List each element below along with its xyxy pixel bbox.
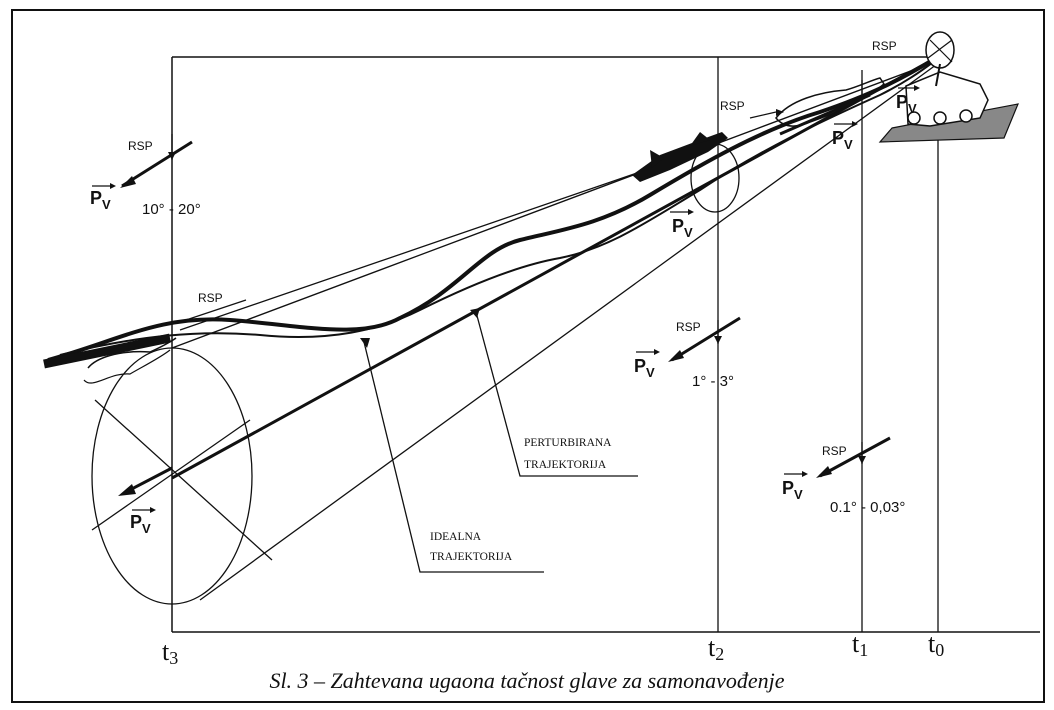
accuracy-t1: 0.1° - 0,03° (830, 499, 905, 516)
rsp-label-t2: RSP (676, 320, 701, 334)
launcher-vehicle (878, 31, 1019, 143)
ideal-label-line2: TRAJEKTORIJA (430, 551, 513, 563)
ideal-label-line1: IDEALNA (430, 531, 482, 543)
outer-frame (11, 9, 1045, 703)
rsp-label-top-left: RSP (720, 99, 745, 113)
rsp-label-mid: RSP (198, 291, 223, 305)
rsp-label-t1: RSP (822, 444, 847, 458)
ideal-label-group: IDEALNA TRAJEKTORIJA (360, 338, 544, 573)
pv-label-t1: PV (782, 478, 803, 502)
pv-label-t2: PV (634, 356, 655, 380)
perturbed-label-line2: TRAJEKTORIJA (524, 459, 607, 471)
time-label-t2: t2 (708, 633, 724, 664)
vector-group-t3: RSP PV 10° - 20° (90, 134, 201, 218)
perturbed-label-line1: PERTURBIRANA (524, 437, 612, 449)
rsp-top-left-group: RSP (720, 99, 784, 119)
pv-vector-t2-cone: PV (670, 209, 694, 240)
pv-label-t3: PV (90, 188, 111, 212)
seeker-cone (91, 59, 941, 605)
missile-t2 (632, 132, 728, 182)
rsp-label-top: RSP (872, 39, 897, 53)
pv-vector-t1-top: PV PV (832, 85, 920, 152)
pv-label-t2-cone: PV (672, 216, 693, 240)
time-label-t0: t0 (928, 629, 944, 660)
pv-vector-cone: PV (118, 466, 173, 536)
time-label-t3: t3 (162, 637, 178, 668)
perturbed-label-group: PERTURBIRANA TRAJEKTORIJA (470, 308, 638, 477)
missile-t3 (43, 333, 177, 384)
pv-label-t0: PV (896, 92, 917, 116)
perturbed-trajectory-2 (59, 59, 937, 356)
figure-caption: Sl. 3 – Zahtevana ugaona tačnost glave z… (269, 668, 785, 693)
vector-group-t2: RSP PV 1° - 3° (634, 316, 741, 390)
accuracy-t3: 10° - 20° (142, 201, 201, 218)
accuracy-t2: 1° - 3° (692, 373, 734, 390)
pv-label-cone: PV (130, 512, 151, 536)
vector-group-t1: RSP PV 0.1° - 0,03° (782, 436, 905, 516)
rsp-label-t3: RSP (128, 139, 153, 153)
perturbed-trajectory (47, 56, 938, 362)
time-label-t1: t1 (852, 629, 868, 660)
rsp-mid-group: RSP (179, 291, 247, 323)
missile-t1-outline (775, 77, 885, 136)
pv-label-t1-top: PV (832, 128, 853, 152)
ideal-trajectory (171, 56, 937, 480)
